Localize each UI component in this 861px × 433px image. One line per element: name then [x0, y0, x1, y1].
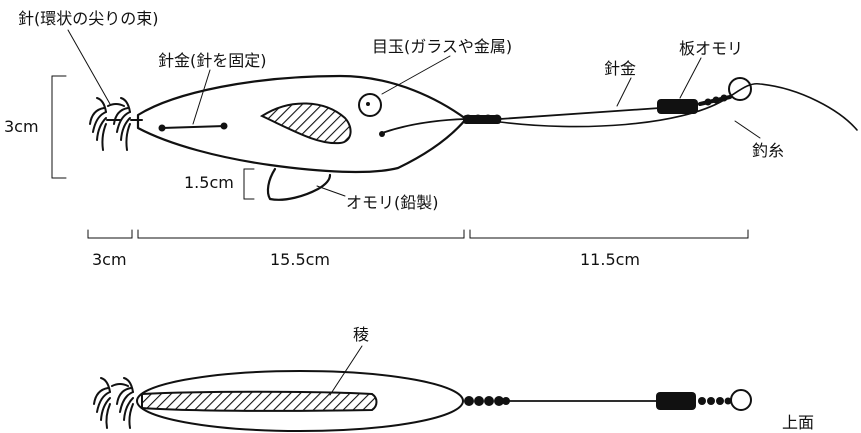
main-wire — [499, 107, 661, 120]
leader-eye — [381, 55, 451, 95]
body-height-label: 3cm — [4, 117, 39, 136]
eye-circle — [358, 93, 382, 117]
wire-fix-label: 針金(針を固定) — [158, 51, 267, 70]
eye-label: 目玉(ガラスや金属) — [372, 37, 512, 56]
weight-height-bracket — [243, 168, 255, 200]
side-view: 針(環状の尖りの束) 針金(針を固定) 目玉(ガラスや金属) 針金 板オモリ 釣… — [4, 9, 858, 212]
hook-length-label: 3cm — [92, 250, 127, 269]
nose-wrap-top — [464, 396, 510, 406]
leader-weight — [316, 185, 346, 197]
line-eye-ring — [728, 77, 752, 101]
top-view-label: 上面 — [782, 413, 814, 432]
leader-wire — [616, 77, 632, 107]
weight-height-label: 1.5cm — [184, 173, 234, 192]
ridge-label: 稜 — [353, 325, 369, 344]
plate-weight-label: 板オモリ — [679, 39, 743, 58]
jig-body-outline — [136, 74, 468, 174]
length-dimensions: 3cm 15.5cm 11.5cm — [87, 229, 749, 269]
inner-wire — [381, 118, 467, 134]
hatched-panel-side — [259, 102, 352, 145]
fishing-line — [499, 82, 858, 131]
wire-label: 針金 — [604, 59, 636, 78]
eye-ring-top — [730, 389, 752, 411]
height-bracket — [51, 75, 67, 179]
hook-cluster-side — [89, 97, 143, 151]
leader-ridge — [329, 345, 363, 396]
jig-body-top — [136, 370, 464, 432]
lead-weight — [266, 167, 332, 201]
leader-line — [734, 120, 761, 139]
leader-wire-fix — [192, 69, 211, 125]
ridge-panel — [141, 390, 378, 412]
hook-cluster-label: 針(環状の尖りの束) — [18, 9, 159, 28]
internal-wire — [158, 122, 228, 132]
hook-cluster-top — [93, 377, 134, 429]
fishing-line-label: 釣糸 — [752, 141, 784, 160]
plate-weight — [657, 94, 732, 114]
wire-length-label: 11.5cm — [580, 250, 640, 269]
nose-wrap — [463, 114, 502, 124]
leader-plate — [679, 57, 702, 99]
lead-weight-label: オモリ(鉛製) — [346, 193, 439, 212]
leader-hook — [67, 29, 111, 105]
top-view: 稜 上面 — [93, 325, 814, 432]
plate-weight-top — [656, 392, 732, 410]
body-length-label: 15.5cm — [270, 250, 330, 269]
